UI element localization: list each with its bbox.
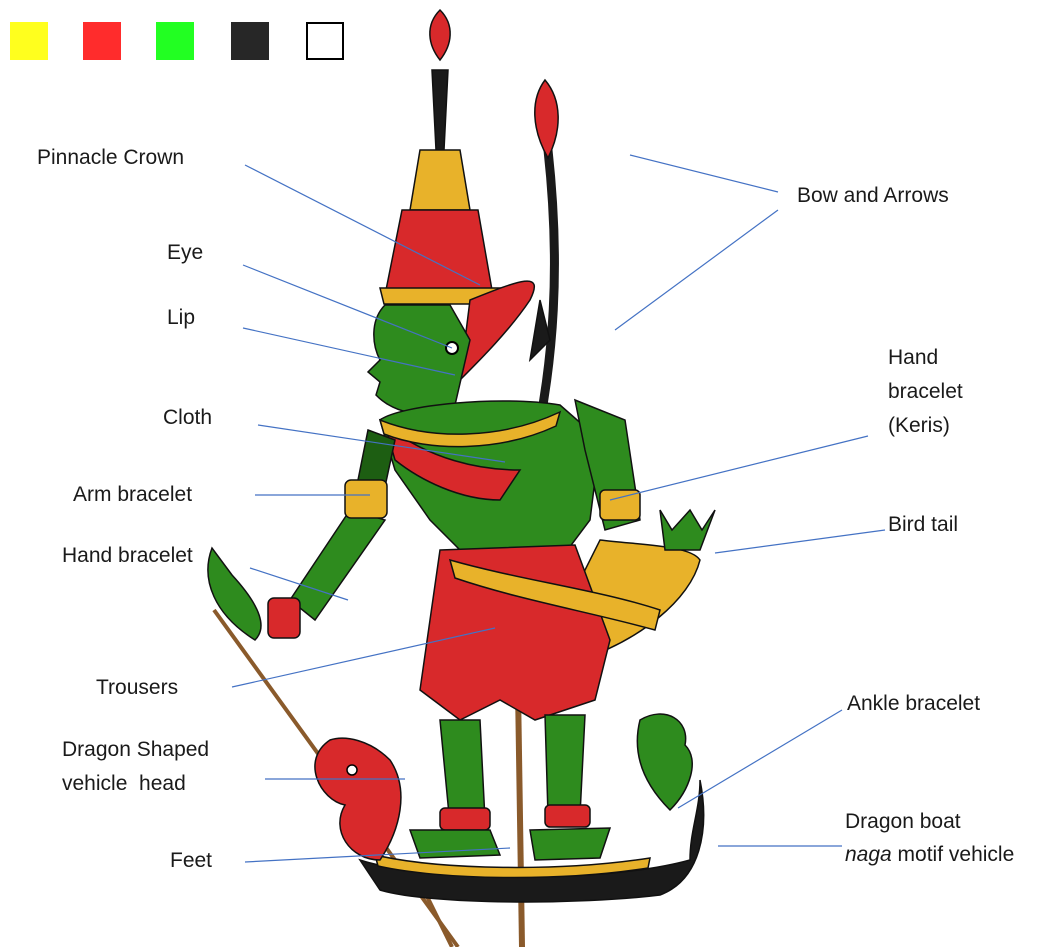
label-dragon-boat: Dragon boat naga motif vehicle [845,805,1014,871]
ankle-bracelet-left [440,808,490,830]
right-foot [530,828,610,860]
label-dragon-vehicle-head-line-1: Dragon Shaped [62,733,209,767]
label-hand-bracelet: Hand bracelet [62,540,193,573]
label-pinnacle-crown: Pinnacle Crown [37,142,184,175]
label-cloth: Cloth [163,402,212,435]
arrow-head-top [535,80,558,158]
trousers [420,545,610,720]
leader-bird-tail [715,530,885,553]
left-foot [410,830,500,858]
label-dragon-vehicle-head-line-2: vehicle head [62,767,209,801]
label-hand-bracelet-keris: Hand bracelet (Keris) [888,341,963,443]
right-leg [545,715,585,815]
leader-keris [610,436,868,500]
bird-tail-tips [660,510,715,550]
label-motif-vehicle: motif vehicle [892,843,1015,866]
left-forearm [290,510,385,620]
label-dragon-boat-line-1: Dragon boat [845,805,1014,838]
dragon-tail-head [637,714,692,810]
crown-tier-2 [386,210,492,290]
leader-ankle-bracelet [678,710,842,808]
label-dragon-boat-line-2: naga motif vehicle [845,838,1014,871]
label-dragon-vehicle-head: Dragon Shaped vehicle head [62,733,209,801]
arm-bracelet-left [345,480,387,518]
label-bird-tail: Bird tail [888,509,958,542]
ankle-bracelet-right [545,805,590,827]
label-hand-bracelet-keris-line-2: bracelet [888,375,963,409]
label-naga-italic: naga [845,843,892,866]
label-eye: Eye [167,237,203,270]
label-bow-and-arrows: Bow and Arrows [797,180,949,213]
crown-spike [432,70,448,150]
held-leaf-ornament [208,548,261,640]
label-hand-bracelet-keris-line-1: Hand [888,341,963,375]
label-lip: Lip [167,302,195,335]
leader-bow-1 [630,155,778,192]
dragon-eye [347,765,357,775]
crown-tier-1 [410,150,470,210]
dragon-vehicle-head [315,738,401,860]
label-trousers: Trousers [96,672,178,705]
crown-top-ornament [430,10,450,60]
label-feet: Feet [170,845,212,878]
label-ankle-bracelet: Ankle bracelet [847,688,980,721]
leader-bow-2 [615,210,778,330]
label-arm-bracelet: Arm bracelet [73,479,192,512]
label-hand-bracelet-keris-line-3: (Keris) [888,409,963,443]
hand-bracelet-left [268,598,300,638]
